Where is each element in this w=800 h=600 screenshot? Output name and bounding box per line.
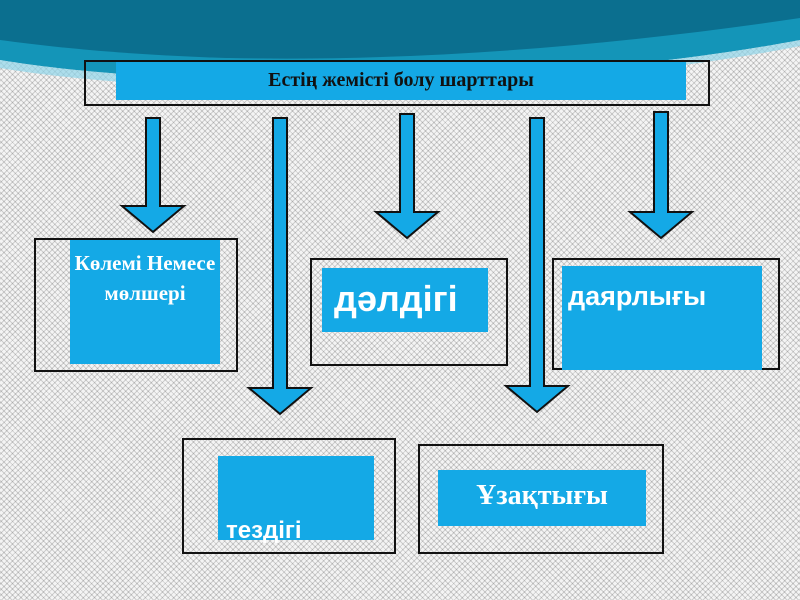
duration-frame [418, 444, 664, 554]
title-frame [84, 60, 710, 106]
down-arrow-icon [627, 111, 695, 240]
volume-frame [34, 238, 238, 372]
down-arrow-icon [373, 113, 441, 240]
node-speed-box [218, 456, 374, 540]
speed-frame [182, 438, 396, 554]
node-duration: Ұзақтығы [438, 470, 646, 526]
node-speed: тездігі [226, 517, 302, 544]
node-accuracy: дәлдігі [334, 278, 458, 319]
node-readiness: даярлығы [568, 281, 707, 311]
node-readiness-box [562, 266, 762, 370]
node-volume: Көлемі Немесе мөлшері [70, 240, 220, 364]
down-arrow-icon [119, 117, 187, 234]
diagram-title: Естің жемісті болу шарттары [116, 62, 686, 100]
down-arrow-icon [246, 117, 314, 416]
node-accuracy-box [322, 268, 488, 332]
